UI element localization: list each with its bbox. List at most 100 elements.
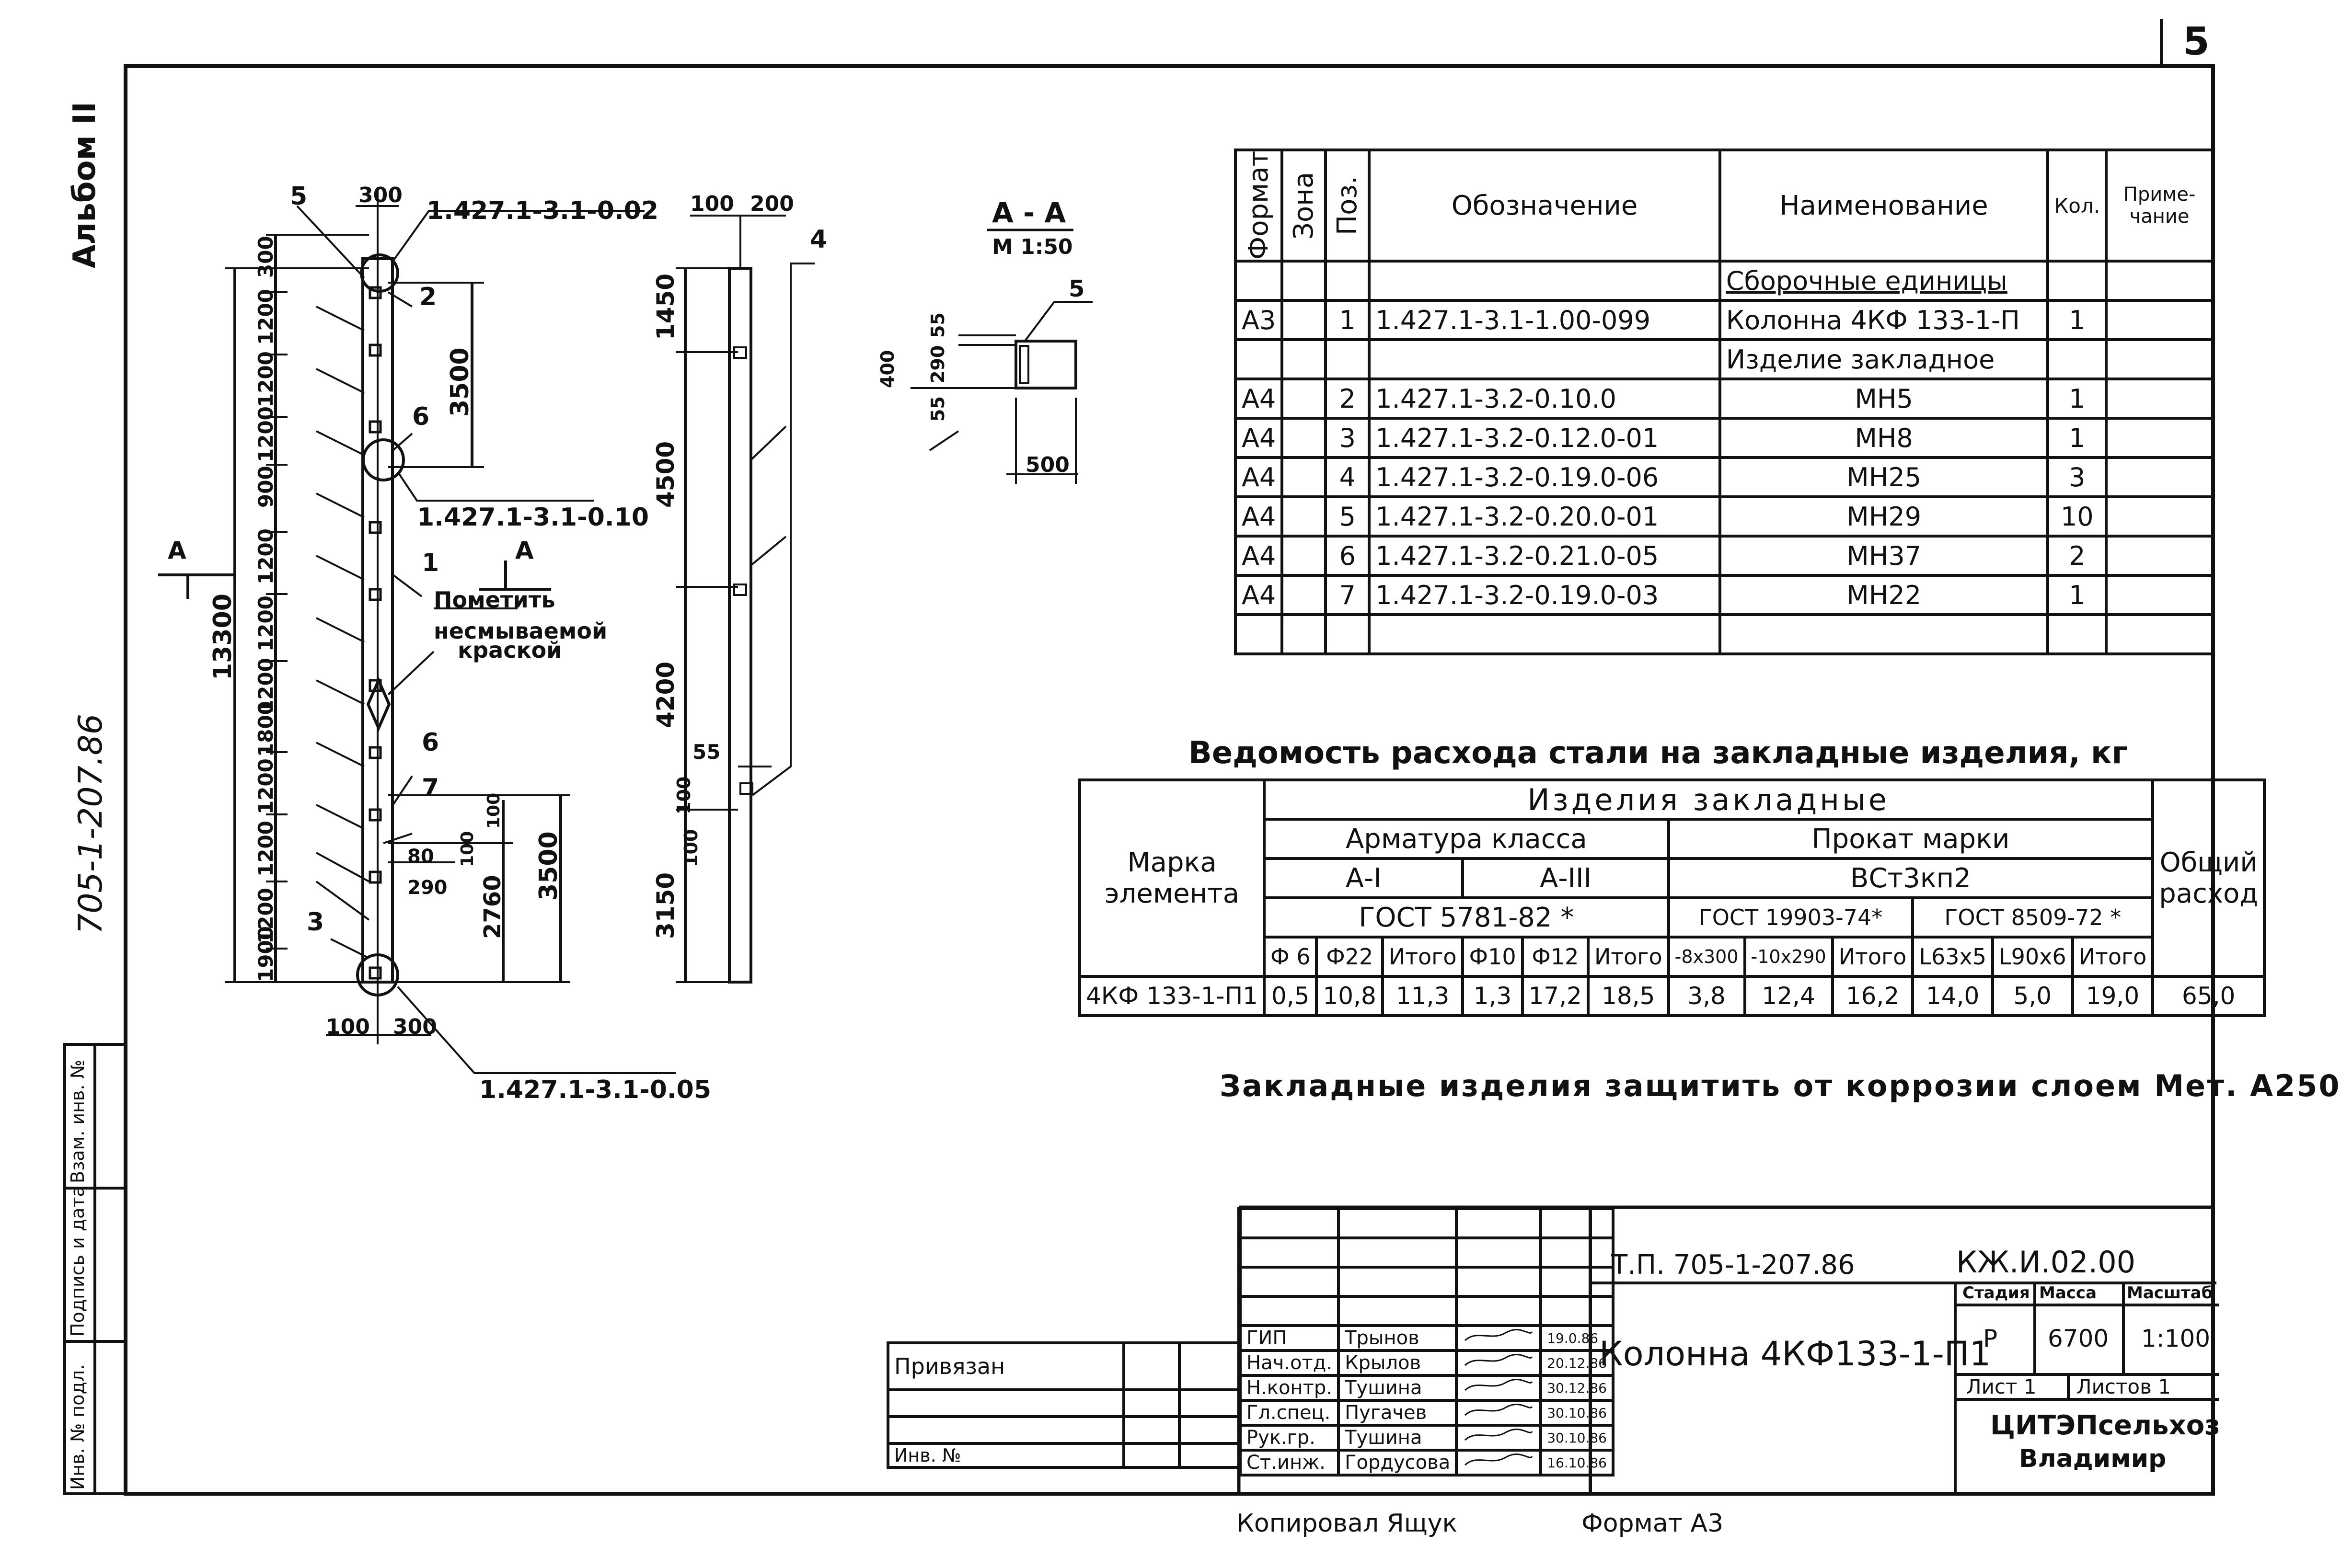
spec-cell: 1 — [1324, 299, 1371, 341]
spec-cell: 2 — [2046, 535, 2108, 577]
spec-header-zone: Зона — [1282, 150, 1326, 261]
left-dim-5: 900 — [254, 466, 277, 508]
note-line-1: Пометить — [434, 587, 555, 613]
spec-cell — [2105, 535, 2214, 577]
right-dim-80: 80 — [407, 846, 434, 868]
side-view — [676, 215, 815, 984]
signer-date: 30.12.86 — [1539, 1374, 1614, 1402]
spec-cell — [1234, 613, 1284, 655]
section-dim-55-bottom: 55 — [927, 396, 948, 422]
top-dim: 300 — [358, 183, 403, 207]
section-view — [911, 229, 1093, 484]
section-mark-right: А — [515, 537, 534, 564]
org-line-2: Владимир — [2019, 1444, 2167, 1473]
spec-cell: 1.427.1-3.2-0.19.0-06 — [1368, 456, 1721, 498]
steel-value: 1,3 — [1461, 975, 1524, 1017]
spec-cell — [2105, 574, 2214, 616]
steel-value: 3,8 — [1667, 975, 1746, 1017]
steel-sub-header: Ф 6 — [1262, 936, 1318, 978]
spec-cell — [1234, 338, 1284, 380]
spec-cell — [1280, 495, 1327, 538]
spec-cell — [1280, 574, 1327, 616]
spec-cell: 5 — [1324, 495, 1371, 538]
org-line-1: ЦИТЭПсельхоз — [1990, 1410, 2220, 1441]
signer-date: 30.10.86 — [1539, 1424, 1614, 1452]
steel-value: 16,2 — [1831, 975, 1914, 1017]
spec-cell: А4 — [1234, 535, 1284, 577]
side-stamp — [63, 1043, 127, 1495]
attached-block: Привязан Инв. № — [887, 1341, 1241, 1469]
steel-class-a1: А-I — [1262, 857, 1465, 899]
position-6-label-bottom: 6 — [422, 728, 439, 757]
left-dim-9: 1800 — [254, 701, 277, 757]
steel-table: Марка элемента Изделия закладные Общий р… — [1078, 778, 2266, 1017]
steel-gost-rolled-1: ГОСТ 19903-74* — [1667, 896, 1914, 939]
spec-cell — [1368, 613, 1721, 655]
signer-date: 16.10.86 — [1539, 1449, 1614, 1476]
spec-cell: МН25 — [1718, 456, 2050, 498]
steel-value: 5,0 — [1991, 975, 2074, 1017]
signer-signature — [1455, 1349, 1543, 1377]
steel-sub-header: L63х5 — [1911, 936, 1994, 978]
scale-value: 1:100 — [2141, 1325, 2211, 1352]
signer-signature — [1455, 1374, 1543, 1402]
spec-header-designation: Обозначение — [1368, 149, 1721, 263]
spec-cell — [2105, 417, 2214, 459]
steel-sub-header: L90х6 — [1991, 936, 2074, 978]
title-code-row — [1592, 1207, 2216, 1284]
elevation-view — [158, 187, 676, 1074]
spec-cell: 10 — [2046, 495, 2108, 538]
spec-cell: Колонна 4КФ 133-1-П — [1718, 299, 2050, 341]
spec-cell — [2046, 260, 2108, 302]
signer-role: Ст.инж. — [1238, 1449, 1340, 1476]
steel-value: 17,2 — [1521, 975, 1590, 1017]
drawing-title: Колонна 4КФ133-1-П1 — [1599, 1334, 1991, 1373]
spec-cell: 2 — [1324, 378, 1371, 420]
spec-cell: МН8 — [1718, 417, 2050, 459]
side-dim-3150: 3150 — [652, 872, 680, 939]
drawing-code: КЖ.И.02.00 — [1956, 1245, 2136, 1280]
steel-value: 0,5 — [1262, 975, 1318, 1017]
steel-sub-header: Ф12 — [1521, 936, 1590, 978]
spec-cell: 1 — [2046, 417, 2108, 459]
position-7-label: 7 — [422, 774, 439, 802]
spec-cell — [1280, 535, 1327, 577]
copied-by: Копировал Ящук — [1236, 1509, 1457, 1538]
side-dim-4500: 4500 — [652, 441, 680, 508]
spec-cell: 1.427.1-3.2-0.12.0-01 — [1368, 417, 1721, 459]
spec-cell: МН37 — [1718, 535, 2050, 577]
position-2-label: 2 — [419, 283, 437, 311]
spec-cell: 4 — [1324, 456, 1371, 498]
spec-cell — [2046, 338, 2108, 380]
steel-mark-header: Марка элемента — [1078, 778, 1266, 978]
section-position-5: 5 — [1069, 275, 1085, 302]
section-dim-55-top: 55 — [927, 312, 948, 338]
position-3-label: 3 — [307, 908, 324, 937]
steel-value: 65,0 — [2151, 975, 2266, 1017]
steel-value: 14,0 — [1911, 975, 1994, 1017]
spec-cell — [2105, 456, 2214, 498]
spec-cell: МН29 — [1718, 495, 2050, 538]
side-position-4: 4 — [810, 225, 828, 254]
bottom-dim-2: 300 — [393, 1015, 437, 1039]
spec-cell: А4 — [1234, 495, 1284, 538]
spec-cell — [1280, 338, 1327, 380]
spec-cell — [2046, 613, 2108, 655]
corrosion-note: Закладные изделия защитить от коррозии с… — [1220, 1068, 2341, 1103]
spec-cell: МН5 — [1718, 378, 2050, 420]
spec-cell: Изделие закладное — [1718, 338, 2050, 380]
signer-signature — [1455, 1424, 1543, 1452]
steel-element-mark: 4КФ 133-1-П1 — [1078, 975, 1266, 1017]
bottom-dim-1: 100 — [326, 1015, 370, 1039]
spec-cell — [2105, 378, 2214, 420]
signer-date: 20.12.86 — [1539, 1349, 1614, 1377]
total-height: 13300 — [208, 594, 237, 680]
left-dim-13: 1900 — [254, 926, 277, 982]
side-small-dim-100b: 100 — [680, 829, 702, 867]
side-top-dim-2: 200 — [750, 192, 794, 216]
signer-signature — [1455, 1449, 1543, 1476]
side-dim-1450: 1450 — [652, 273, 680, 340]
